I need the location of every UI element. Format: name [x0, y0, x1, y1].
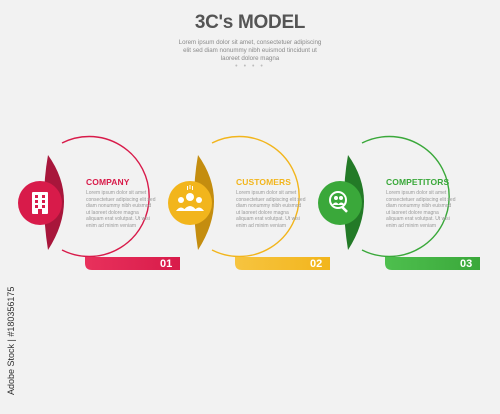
card-customers-ring	[211, 135, 300, 258]
card-customers-title: CUSTOMERS	[236, 177, 292, 187]
page-title: 3C's MODEL	[194, 12, 306, 33]
card-company-tab	[85, 257, 180, 270]
subtitle: Lorem ipsum dolor sit amet, consectetuer…	[160, 39, 340, 63]
card-company-title: COMPANY	[86, 177, 130, 187]
divider-dots: • • • •	[235, 63, 265, 70]
watermark: Adobe Stock | #180356175	[0, 0, 18, 414]
card-customers-body: Lorem ipsum dolor sit amet consectetuer …	[236, 190, 306, 229]
card-company-number: 01	[160, 258, 173, 270]
card-competitors-number: 03	[460, 258, 473, 270]
card-competitors-tab	[385, 257, 480, 270]
card-competitors	[318, 135, 480, 270]
subtitle-line-1: Lorem ipsum dolor sit amet, consectetuer…	[178, 39, 322, 46]
card-customers-number: 02	[310, 258, 323, 270]
subtitle-line-3: laoreet dolore magna	[220, 55, 280, 62]
card-competitors-title: COMPETITORS	[386, 177, 450, 187]
card-company-body: Lorem ipsum dolor sit amet consectetuer …	[86, 190, 156, 229]
group-icon	[176, 185, 204, 211]
card-customers-tab	[235, 257, 330, 270]
card-competitors-body: Lorem ipsum dolor sit amet consectetuer …	[386, 190, 456, 229]
card-company-ring	[61, 135, 150, 258]
building-icon	[32, 192, 48, 214]
watermark-text: Adobe Stock | #180356175	[6, 286, 16, 395]
card-competitors-text: COMPETITORS Lorem ipsum dolor sit amet c…	[386, 177, 456, 229]
subtitle-line-2: elit sed diam nonummy nibh euismod tinci…	[183, 47, 317, 54]
card-customers	[168, 135, 330, 270]
card-customers-text: CUSTOMERS Lorem ipsum dolor sit amet con…	[236, 177, 306, 229]
card-competitors-ring	[361, 135, 450, 258]
card-company-text: COMPANY Lorem ipsum dolor sit amet conse…	[86, 177, 156, 229]
card-customers-icon-circle	[168, 181, 212, 225]
search-people-icon	[329, 191, 348, 213]
card-company	[18, 135, 180, 270]
